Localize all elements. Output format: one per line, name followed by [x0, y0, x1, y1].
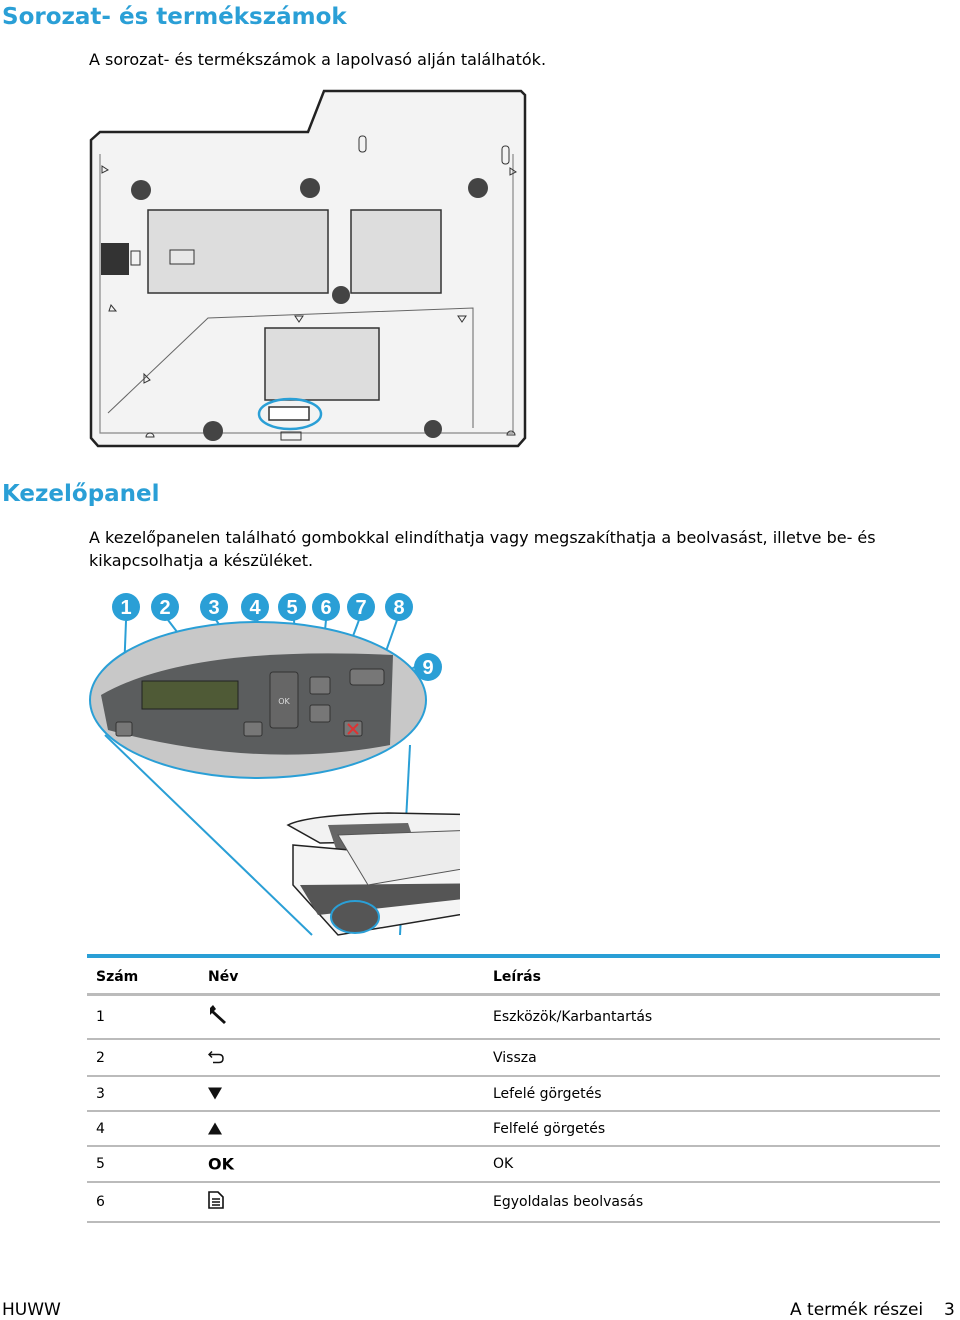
row-num: 3: [96, 1085, 105, 1102]
callout-label-9: 9: [422, 657, 433, 679]
table-row: 2 Vissza: [87, 1040, 940, 1077]
callout-7: [347, 593, 375, 621]
callout-6: [312, 593, 340, 621]
callout-label-5: 5: [286, 597, 297, 619]
header-desc: Leírás: [493, 969, 541, 985]
serial-numbers-text: A sorozat- és termékszámok a lapolvasó a…: [89, 50, 547, 69]
header-name: Név: [208, 969, 239, 985]
footer-left: HUWW: [2, 1300, 61, 1320]
wrench-icon: [208, 1005, 228, 1029]
control-panel-table: Szám Név Leírás 1 Eszközök/Karbantartás …: [87, 954, 940, 1223]
section-title-serial-numbers: Sorozat- és termékszámok: [2, 4, 347, 30]
row-num: 5: [96, 1156, 105, 1172]
callout-label-2: 2: [159, 597, 170, 619]
row-desc: Lefelé görgetés: [493, 1085, 602, 1102]
control-panel-illustration: 1 2 3 4 5 6 7 8 9 OK: [89, 593, 460, 936]
row-desc: Vissza: [493, 1049, 537, 1066]
page-number: 3: [944, 1300, 955, 1320]
back-arrow-icon: [207, 1048, 224, 1067]
table-row: 5 OK OK: [87, 1147, 940, 1183]
callout-label-8: 8: [393, 597, 404, 619]
table-row: 6 Egyoldalas beolvasás: [87, 1183, 940, 1223]
ok-text-icon: OK: [208, 1154, 234, 1174]
callout-5: [278, 593, 306, 621]
header-num: Szám: [96, 969, 139, 985]
row-desc: Felfelé görgetés: [493, 1120, 606, 1137]
section-title-control-panel: Kezelőpanel: [2, 481, 160, 507]
row-num: 1: [96, 1009, 105, 1025]
callout-label-3: 3: [208, 597, 219, 619]
callout-4: [241, 593, 269, 621]
row-num: 6: [96, 1194, 105, 1210]
panel-ok-label: OK: [278, 697, 290, 706]
row-desc: Egyoldalas beolvasás: [493, 1194, 644, 1210]
single-page-scan-icon: [208, 1191, 224, 1213]
callout-label-1: 1: [120, 597, 131, 619]
row-desc: OK: [493, 1156, 514, 1172]
down-triangle-icon: [208, 1084, 222, 1103]
row-desc: Eszközök/Karbantartás: [493, 1009, 653, 1025]
table-row: 3 Lefelé görgetés: [87, 1077, 940, 1112]
up-triangle-icon: [208, 1119, 222, 1138]
callout-numbers: [112, 593, 442, 681]
callout-2: [151, 593, 179, 621]
table-header: Szám Név Leírás: [87, 954, 940, 996]
callout-1: [112, 593, 140, 621]
row-num: 4: [96, 1120, 105, 1137]
callout-8: [385, 593, 413, 621]
control-panel-text: A kezelőpanelen található gombokkal elin…: [89, 528, 876, 570]
table-row: 4 Felfelé görgetés: [87, 1112, 940, 1147]
callout-label-4: 4: [249, 597, 261, 619]
callout-9: [414, 653, 442, 681]
callout-label-7: 7: [355, 597, 366, 619]
callout-3: [200, 593, 228, 621]
row-num: 2: [96, 1049, 105, 1066]
callout-label-6: 6: [320, 597, 331, 619]
scanner-bottom-illustration: [89, 89, 527, 448]
table-row: 1 Eszközök/Karbantartás: [87, 996, 940, 1040]
footer-section: A termék részei: [790, 1300, 924, 1320]
